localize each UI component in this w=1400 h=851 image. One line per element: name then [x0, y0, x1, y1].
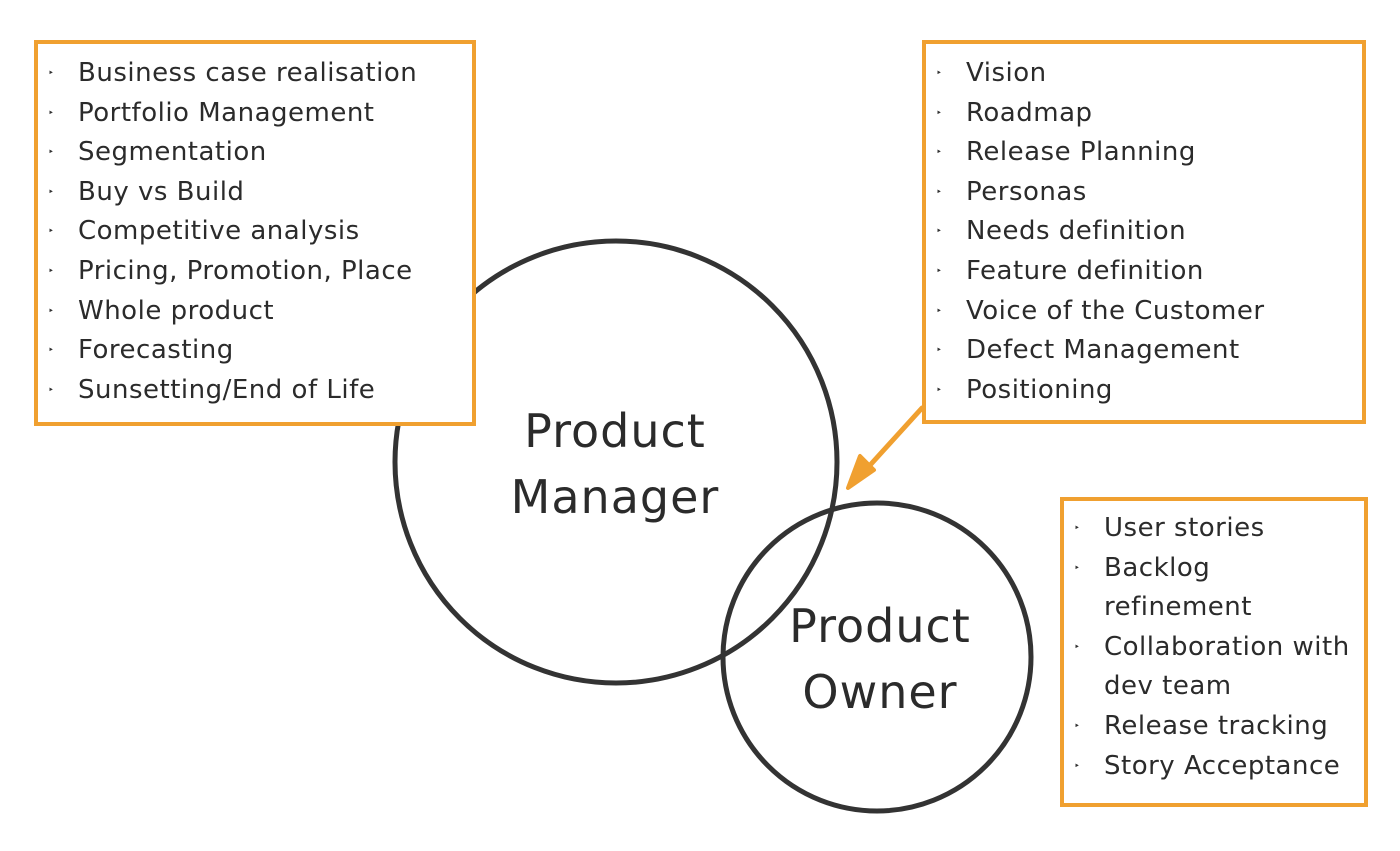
shared-item-text: Personas: [966, 176, 1087, 207]
product-manager-item-text: Sunsetting/End of Life: [78, 374, 376, 405]
bullet-icon: ‣: [936, 305, 943, 317]
product-manager-item-text: Business case realisation: [78, 58, 418, 88]
product-manager-item: ‣ Portfolio Management: [46, 94, 460, 134]
bullet-icon: ‣: [48, 68, 55, 79]
product-manager-item: ‣ Segmentation: [46, 133, 460, 173]
bullet-icon: ‣: [48, 345, 55, 357]
product-manager-label-line: Product: [524, 404, 706, 458]
product-manager-item: ‣ Forecasting: [46, 331, 460, 371]
bullet-icon: ‣: [48, 186, 55, 198]
product-manager-item: ‣ Pricing, Promotion, Place: [46, 252, 460, 292]
bullet-icon: ‣: [48, 265, 55, 277]
shared-item-text: Release Planning: [966, 137, 1196, 168]
bullet-icon: ‣: [1074, 641, 1081, 653]
shared-item: ‣ Vision: [934, 54, 1350, 94]
product-manager-item: ‣ Competitive analysis: [46, 212, 460, 252]
shared-item-text: Vision: [966, 58, 1047, 88]
bullet-icon: ‣: [1074, 562, 1081, 574]
shared-responsibilities-list: ‣ Vision ‣ Roadmap ‣ Release Planning ‣ Persona…: [934, 54, 1350, 410]
product-owner-item-text: Release tracking: [1104, 710, 1329, 741]
bullet-icon: ‣: [936, 384, 943, 396]
product-owner-item: ‣ Story Acceptance: [1072, 747, 1358, 787]
shared-responsibilities-box: ‣ Vision ‣ Roadmap ‣ Release Planning ‣ Persona…: [922, 40, 1366, 424]
product-manager-item-text: Segmentation: [78, 137, 267, 168]
product-owner-box: ‣ User stories ‣ Backlog refinement ‣ Collabo…: [1060, 497, 1368, 807]
product-manager-item-text: Forecasting: [78, 335, 234, 366]
product-owner-item-text: Collaboration with dev team: [1104, 631, 1350, 702]
product-manager-item-text: Whole product: [78, 295, 275, 326]
bullet-icon: ‣: [936, 345, 943, 357]
bullet-icon: ‣: [936, 68, 943, 79]
bullet-icon: ‣: [936, 186, 943, 198]
bullet-icon: ‣: [1074, 720, 1081, 732]
bullet-icon: ‣: [1074, 760, 1081, 772]
product-manager-circle: [392, 238, 840, 686]
arrow-head: [846, 454, 876, 490]
product-owner-item-text: User stories: [1104, 513, 1265, 543]
bullet-icon: ‣: [48, 107, 55, 119]
bullet-icon: ‣: [936, 226, 943, 238]
product-owner-circle: [720, 500, 1034, 814]
shared-item-text: Roadmap: [966, 97, 1093, 128]
shared-item: ‣ Positioning: [934, 371, 1350, 411]
arrow-shaft: [859, 405, 925, 477]
product-manager-label: Product Manager: [470, 398, 760, 530]
product-owner-label-line: Product: [789, 599, 971, 653]
product-owner-item: ‣ User stories: [1072, 509, 1358, 549]
shared-item: ‣ Release Planning: [934, 133, 1350, 173]
bullet-icon: ‣: [48, 226, 55, 238]
product-manager-box: ‣ Business case realisation ‣ Portfolio Man…: [34, 40, 476, 426]
shared-item: ‣ Voice of the Customer: [934, 292, 1350, 332]
bullet-icon: ‣: [936, 147, 943, 159]
product-owner-item-text: Backlog refinement: [1104, 552, 1252, 623]
product-owner-item: ‣ Collaboration with dev team: [1072, 628, 1358, 707]
product-manager-list: ‣ Business case realisation ‣ Portfolio Man…: [46, 54, 460, 410]
product-manager-item-text: Pricing, Promotion, Place: [78, 255, 413, 286]
shared-item-text: Voice of the Customer: [966, 295, 1265, 326]
shared-item: ‣ Defect Management: [934, 331, 1350, 371]
shared-item-text: Feature definition: [966, 255, 1204, 286]
shared-item-text: Needs definition: [966, 216, 1187, 247]
product-manager-item: ‣ Whole product: [46, 292, 460, 332]
product-owner-item: ‣ Backlog refinement: [1072, 549, 1358, 628]
bullet-icon: ‣: [48, 305, 55, 317]
product-owner-label-line: Owner: [802, 665, 958, 719]
product-manager-item-text: Competitive analysis: [78, 216, 360, 247]
bullet-icon: ‣: [936, 107, 943, 119]
shared-item: ‣ Personas: [934, 173, 1350, 213]
shared-item: ‣ Needs definition: [934, 212, 1350, 252]
product-owner-label: Product Owner: [740, 593, 1020, 725]
product-owner-item: ‣ Release tracking: [1072, 707, 1358, 747]
bullet-icon: ‣: [48, 147, 55, 159]
product-manager-item: ‣ Sunsetting/End of Life: [46, 371, 460, 411]
shared-item-text: Positioning: [966, 374, 1113, 405]
product-owner-list: ‣ User stories ‣ Backlog refinement ‣ Collabo…: [1072, 509, 1358, 786]
product-manager-label-line: Manager: [510, 470, 720, 524]
bullet-icon: ‣: [1074, 523, 1081, 534]
bullet-icon: ‣: [936, 265, 943, 277]
product-manager-item: ‣ Buy vs Build: [46, 173, 460, 213]
bullet-icon: ‣: [48, 384, 55, 396]
shared-item-text: Defect Management: [966, 335, 1240, 366]
product-manager-item: ‣ Business case realisation: [46, 54, 460, 94]
shared-item: ‣ Feature definition: [934, 252, 1350, 292]
product-manager-item-text: Buy vs Build: [78, 176, 245, 207]
product-owner-item-text: Story Acceptance: [1104, 750, 1341, 781]
shared-item: ‣ Roadmap: [934, 94, 1350, 134]
product-manager-item-text: Portfolio Management: [78, 97, 375, 128]
